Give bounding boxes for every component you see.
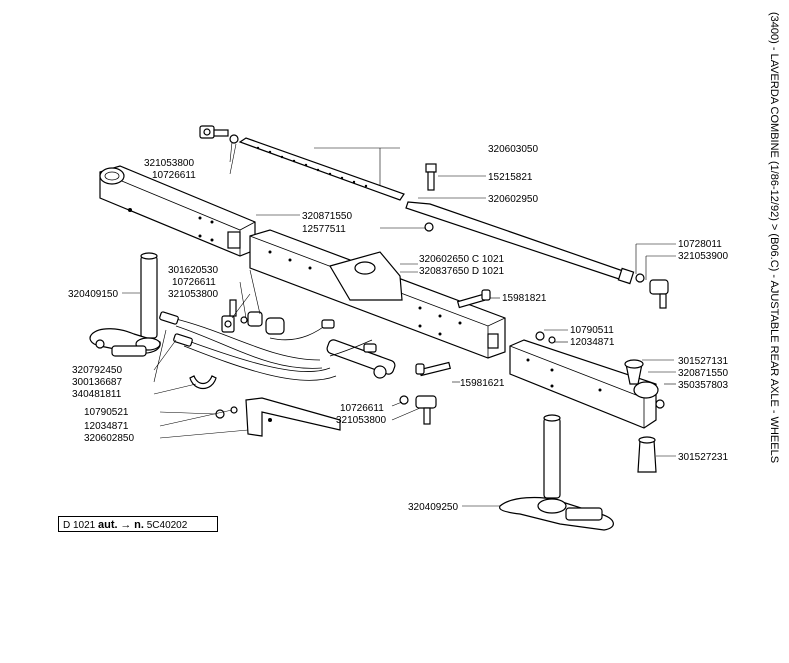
- part-label: 321053900: [678, 251, 728, 262]
- part-labels: 321053800 10726611 320603050 15215821 32…: [68, 144, 728, 513]
- part-label: 15981621: [460, 378, 505, 389]
- ball-joint-upper-left: [199, 125, 239, 144]
- part-label: 320409150: [68, 289, 118, 300]
- tie-rod-lower: [405, 201, 635, 285]
- left-stub-axle: [89, 252, 161, 357]
- ball-joint-lower-middle: [399, 395, 437, 425]
- nut-12577511: [424, 222, 434, 232]
- part-label: 10726611: [172, 277, 216, 288]
- ref-text: aut.: [98, 519, 118, 531]
- bolt-15981821: [456, 289, 491, 309]
- part-label: 340481811: [72, 389, 122, 400]
- part-label: 301620530: [168, 265, 218, 276]
- hydraulic-cylinder: [159, 311, 396, 381]
- part-label: 320602850: [84, 433, 134, 444]
- part-label: 320871550: [678, 368, 728, 379]
- bushing-301527131: [624, 359, 644, 385]
- part-label: 15981821: [502, 293, 547, 304]
- part-label: 12034871: [84, 421, 129, 432]
- left-axle-beam: [99, 165, 256, 257]
- ball-joint-middle: [221, 299, 237, 333]
- part-label: 301527131: [678, 356, 728, 367]
- part-label: 15215821: [488, 172, 533, 183]
- part-label: 300136687: [72, 377, 122, 388]
- part-label: 321053800: [336, 415, 386, 426]
- ref-serial: 5C40202: [146, 520, 188, 531]
- part-label: 10790511: [570, 325, 614, 336]
- central-beam: [249, 229, 506, 359]
- part-label: 321053800: [144, 158, 194, 169]
- arrow-icon: →: [120, 519, 132, 531]
- part-label: 320409250: [408, 502, 458, 513]
- part-label: 320792450: [72, 365, 122, 376]
- right-stub-axle: [499, 414, 614, 531]
- ball-joint-right: [635, 273, 669, 309]
- grease-nipple-350357803: [655, 399, 665, 409]
- part-label: 12034871: [570, 337, 615, 348]
- part-label: 350357803: [678, 380, 728, 391]
- diagram-title: (3400) - LAVERDA COMBINE (1/86-12/92) > …: [768, 12, 780, 464]
- bolt-15981621: [415, 361, 452, 377]
- bushing-301620530: [240, 311, 285, 335]
- part-label: 321053800: [168, 289, 218, 300]
- tie-rod-upper: [238, 137, 405, 201]
- ref-model: D 1021: [63, 520, 96, 531]
- part-label: 320602650 C 1021: [419, 254, 505, 265]
- part-label: 10790521: [84, 407, 129, 418]
- part-label: 12577511: [302, 224, 346, 235]
- part-label: 10726611: [152, 170, 196, 181]
- right-axle-beam: [509, 331, 659, 429]
- serial-reference-note: D 1021 aut. → n. 5C40202: [58, 516, 218, 532]
- part-label: 10728011: [678, 239, 722, 250]
- part-label: 320603050: [488, 144, 538, 155]
- leader-lines: [122, 141, 676, 507]
- clamp-340481811: [189, 375, 217, 390]
- part-label: 10726611: [340, 403, 384, 414]
- bolt-15215821: [425, 163, 437, 191]
- part-label: 320837650 D 1021: [419, 266, 505, 277]
- ref-prefix: n.: [134, 519, 144, 531]
- part-label: 320602950: [488, 194, 538, 205]
- bracket-320602850: [215, 397, 341, 437]
- part-label: 320871550: [302, 211, 352, 222]
- part-label: 301527231: [678, 452, 728, 463]
- bushing-301527231: [637, 436, 657, 473]
